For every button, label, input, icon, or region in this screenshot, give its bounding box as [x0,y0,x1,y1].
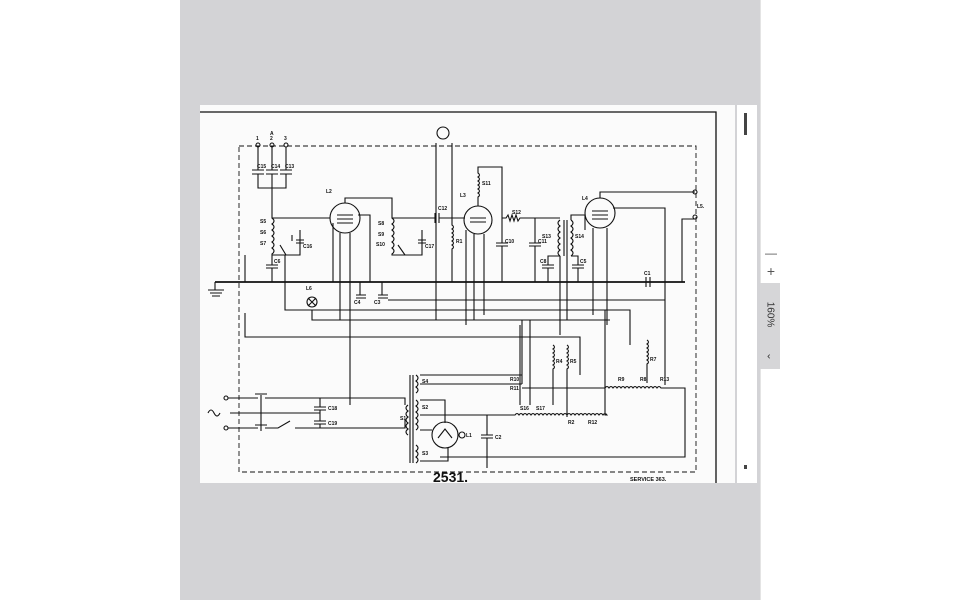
label-antenna: A [270,131,274,137]
label-r8: R8 [640,377,647,383]
model-number: 2531. [433,469,468,483]
label-s10: S10 [376,242,385,248]
label-c6: C6 [274,259,281,265]
label-c12: C12 [438,206,447,212]
label-l2: L2 [326,189,332,195]
label-c1: C1 [644,271,651,277]
label-r4: R4 [556,359,563,365]
label-r2: R2 [568,420,575,426]
label-s9: S9 [378,232,384,238]
page-text-mark [744,113,747,135]
label-c4: C4 [354,300,361,306]
label-terminal-1: 1 [256,136,259,142]
label-r7: R7 [650,357,657,363]
label-l6: L6 [306,286,312,292]
zoom-in-button[interactable]: + [766,263,776,279]
schematic-diagram: A 1 2 3 C15 C14 C13 S5 S6 S7 C16 C6 L2 S… [200,111,717,483]
label-s4: S4 [422,379,428,385]
label-l4: L4 [582,196,588,202]
next-page-thumbnail[interactable] [737,105,757,483]
label-r11: R11 [510,386,519,392]
label-c8: C8 [540,259,547,265]
label-c5: C5 [580,259,587,265]
label-c17: C17 [425,244,434,250]
label-c18: C18 [328,406,337,412]
label-s1: S1 [400,416,406,422]
label-l3: L3 [460,193,466,199]
service-reference: SERVICE 363. [630,477,667,483]
label-l5: L5. [697,204,705,210]
chevron-down-icon[interactable]: ⌄ [764,352,776,361]
label-c11: C11 [538,239,547,245]
label-c2: C2 [495,435,502,441]
label-s2: S2 [422,405,428,411]
label-r9: R9 [618,377,625,383]
label-r5: R5 [570,359,577,365]
label-s6: S6 [260,230,266,236]
label-s8: S8 [378,221,384,227]
label-terminal-3: 3 [284,136,287,142]
label-r1: R1 [456,239,463,245]
label-r13: R13 [660,377,669,383]
label-s16: S16 [520,406,529,412]
document-page: A 1 2 3 C15 C14 C13 S5 S6 S7 C16 C6 L2 S… [200,105,735,483]
label-l1: L1 [466,433,472,439]
label-mains: ~ [203,406,204,408]
zoom-level-dropdown[interactable]: 160% ⌄ [760,283,780,369]
label-s3: S3 [422,451,428,457]
label-s7: S7 [260,241,266,247]
label-r12: R12 [588,420,597,426]
label-r10: R10 [510,377,519,383]
label-s11: S11 [482,181,491,187]
label-c3: C3 [374,300,381,306]
label-c19: C19 [328,421,337,427]
label-terminal-2: 2 [270,136,273,142]
label-s5: S5 [260,219,266,225]
label-c14: C14 [271,164,280,170]
label-c16: C16 [303,244,312,250]
label-s13: S13 [542,234,551,240]
label-s12: S12 [512,210,521,216]
zoom-out-button[interactable]: — [765,246,777,260]
label-s14: S14 [575,234,584,240]
label-c13: C13 [285,164,294,170]
label-s17: S17 [536,406,545,412]
label-c10: C10 [505,239,514,245]
zoom-level-value: 160% [764,301,776,328]
page-text-mark [744,465,747,469]
label-c15: C15 [257,164,266,170]
